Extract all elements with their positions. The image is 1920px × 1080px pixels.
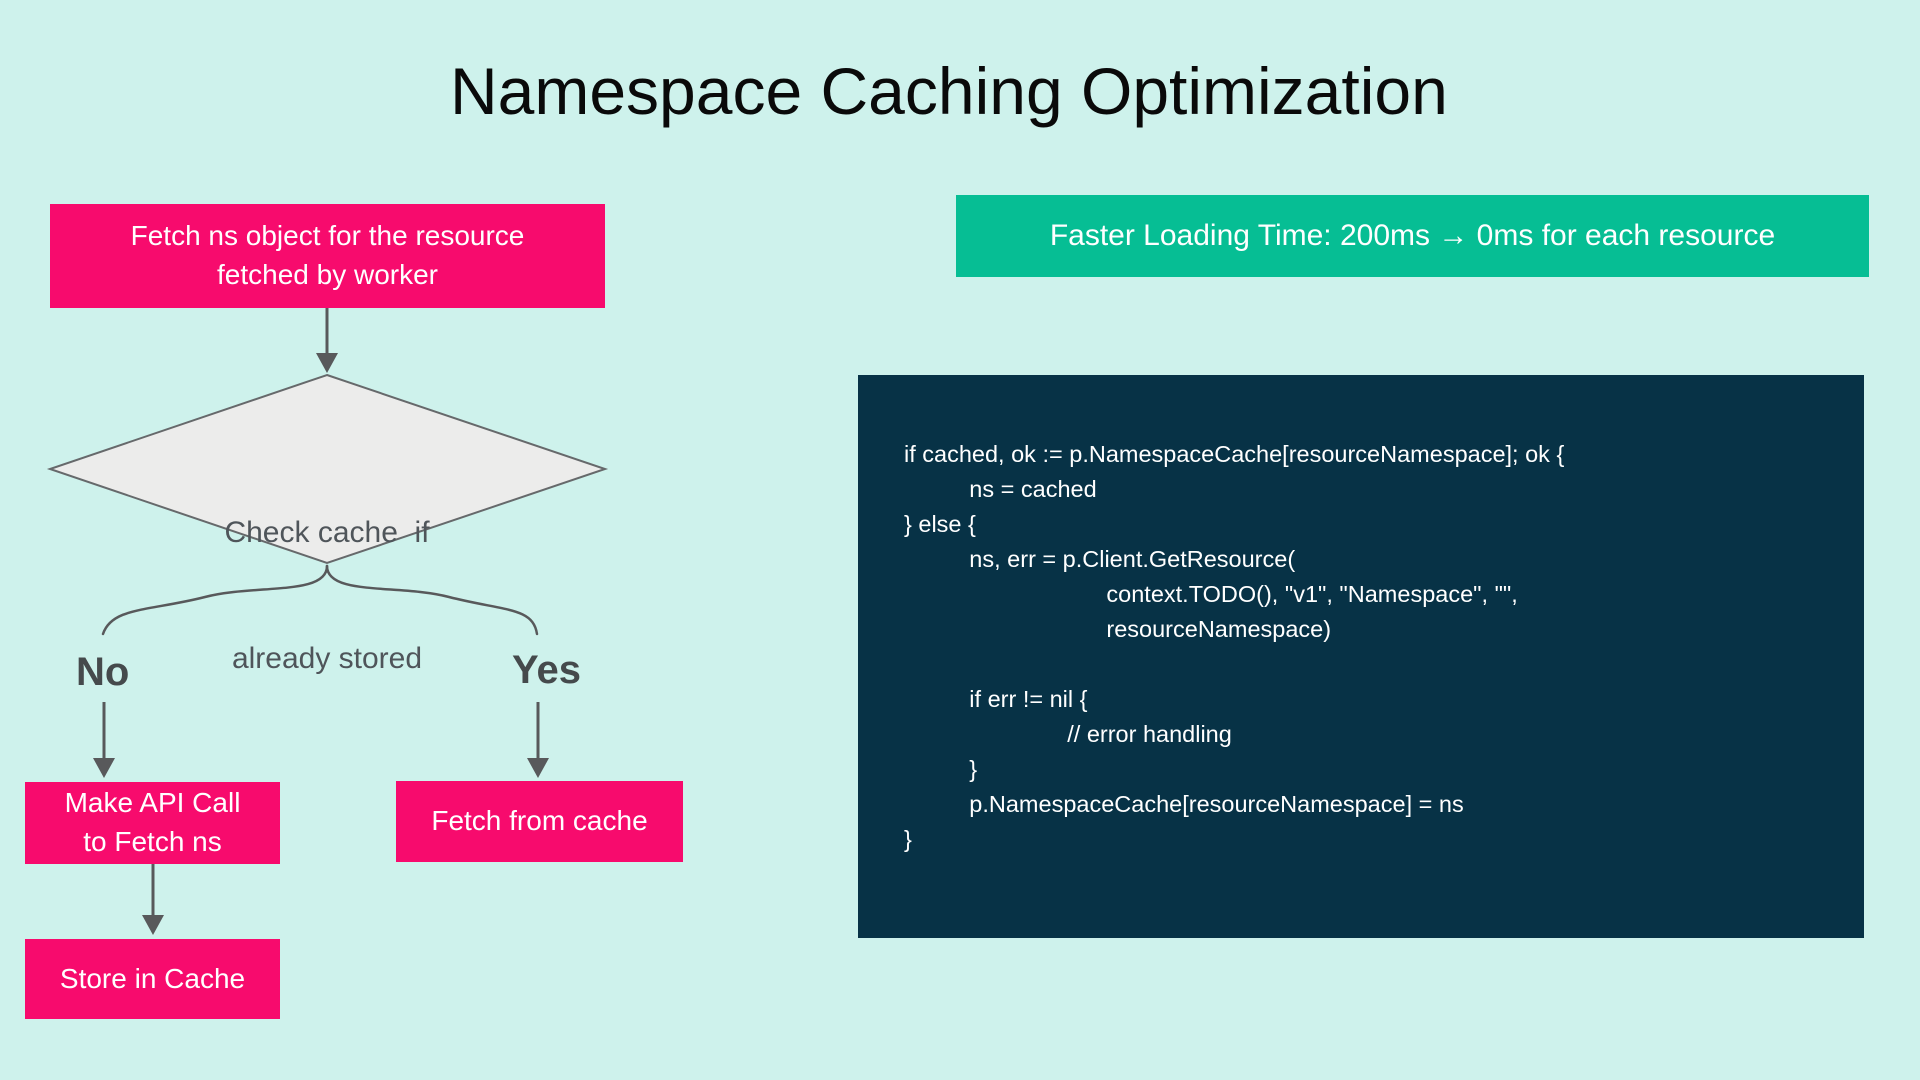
code-line: ns = cached	[904, 476, 1097, 502]
api-call-box-line-2: to Fetch ns	[83, 826, 222, 857]
flow-arrow-yes-to-fetch	[527, 702, 549, 778]
code-line: context.TODO(), "v1", "Namespace", "",	[904, 581, 1518, 607]
flow-arrow-api-to-store	[142, 864, 164, 935]
store-cache-box: Store in Cache	[25, 939, 280, 1019]
code-line: resourceNamespace)	[904, 616, 1332, 642]
store-cache-box-label: Store in Cache	[59, 962, 246, 994]
code-snippet-block: if cached, ok := p.NamespaceCache[resour…	[858, 375, 1864, 938]
code-line: } else {	[904, 511, 976, 537]
code-line: }	[904, 756, 978, 782]
code-line: p.NamespaceCache[resourceNamespace] = ns	[904, 791, 1464, 817]
api-call-box: Make API Call to Fetch ns	[25, 782, 280, 864]
decision-label-line-2: already stored	[231, 642, 423, 675]
page-title: Namespace Caching Optimization	[450, 54, 1448, 128]
no-branch-label: No	[76, 650, 130, 694]
yes-branch-label: Yes	[512, 648, 581, 692]
start-box-line-1: Fetch ns object for the resource	[130, 220, 525, 252]
code-line: // error handling	[904, 721, 1232, 747]
start-box-line-2: fetched by worker	[217, 259, 438, 290]
flow-arrow-no-to-api	[93, 702, 115, 778]
decision-label-line-1: Check cache if	[224, 516, 430, 549]
start-box: Fetch ns object for the resource fetched…	[50, 204, 605, 308]
performance-banner: Faster Loading Time: 200ms → 0ms for eac…	[956, 195, 1869, 277]
fetch-cache-box-label: Fetch from cache	[431, 805, 648, 837]
decision-label: Check cache if already stored	[127, 428, 527, 764]
code-line: ns, err = p.Client.GetResource(	[904, 546, 1296, 572]
code-line: if cached, ok := p.NamespaceCache[resour…	[904, 441, 1565, 467]
fetch-cache-box: Fetch from cache	[396, 781, 683, 862]
code-line	[904, 647, 1840, 682]
code-line: if err != nil {	[904, 686, 1088, 712]
performance-banner-label: Faster Loading Time: 200ms → 0ms for eac…	[1049, 219, 1776, 252]
api-call-box-line-1: Make API Call	[64, 787, 241, 819]
code-line: }	[904, 826, 912, 852]
flow-arrow-start-to-decision	[316, 308, 338, 373]
